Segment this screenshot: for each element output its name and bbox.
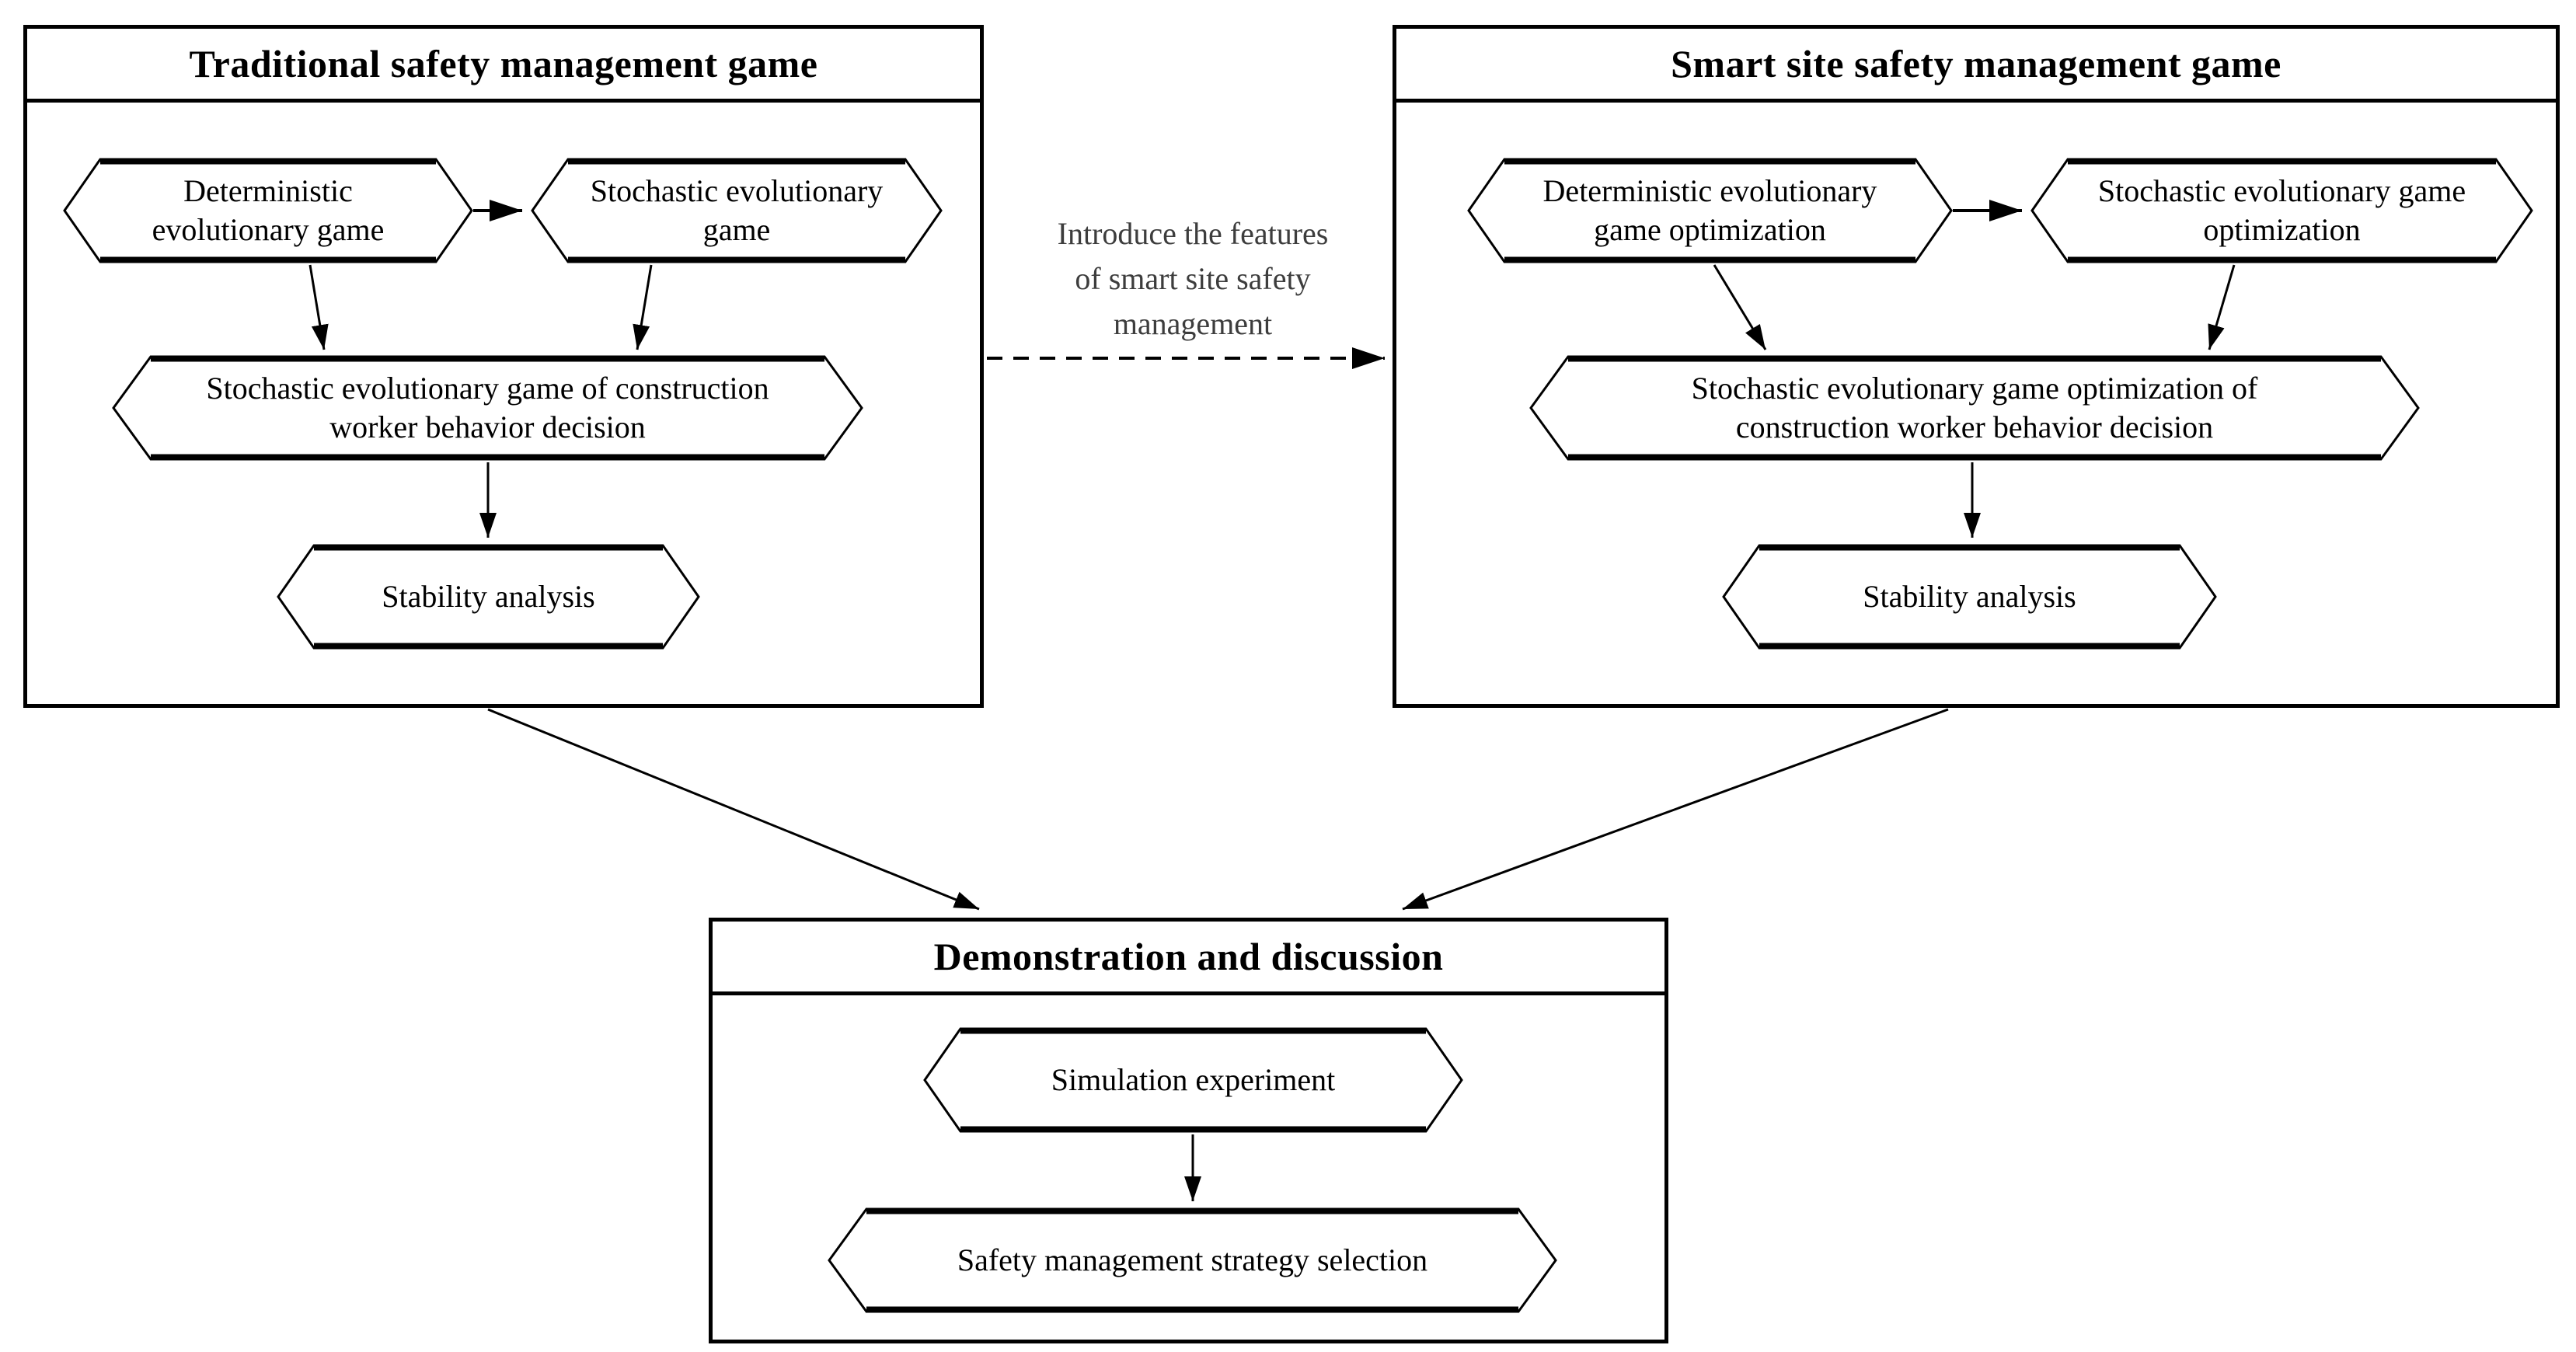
node-stochastic-optimization-of-construction-worker-behavior: Stochastic evolutionary game optimizatio… bbox=[1529, 355, 2420, 461]
hexagon-shape bbox=[63, 158, 473, 263]
node-label: Stochastic evolutionary game of construc… bbox=[206, 371, 769, 444]
hexagon-shape bbox=[277, 544, 700, 650]
hexagon-shape bbox=[112, 355, 863, 461]
panel-title-traditional: Traditional safety management game bbox=[27, 29, 980, 103]
node-label: Stochastic evolutionary game optimizatio… bbox=[1691, 371, 2258, 444]
node-stochastic-evolutionary-game-optimization: Stochastic evolutionary game optimizatio… bbox=[2030, 158, 2533, 263]
panel-smart-site-safety-management-game: Smart site safety management game Determ… bbox=[1393, 25, 2560, 708]
panel-title-smart-site: Smart site safety management game bbox=[1396, 29, 2556, 103]
connector-label: Introduce the features of smart site saf… bbox=[1057, 216, 1329, 341]
node-deterministic-evolutionary-game-optimization: Deterministic evolutionary game optimiza… bbox=[1467, 158, 1953, 263]
panel-traditional-safety-management-game: Traditional safety management game Deter… bbox=[23, 25, 984, 708]
arrow-smart-to-demonstration bbox=[1402, 708, 1949, 911]
node-safety-management-strategy-selection: Safety management strategy selection bbox=[828, 1207, 1557, 1313]
node-label: Stability analysis bbox=[1863, 579, 2076, 614]
hexagon-shape bbox=[531, 158, 943, 263]
node-label: Deterministic evolutionary game bbox=[152, 173, 385, 247]
hexagon-shape bbox=[1467, 158, 1953, 263]
panel-demonstration-and-discussion: Demonstration and discussion Simulation … bbox=[709, 918, 1668, 1343]
node-stability-analysis-left: Stability analysis bbox=[277, 544, 700, 650]
hexagon-shape bbox=[1722, 544, 2217, 650]
node-label: Deterministic evolutionary game optimiza… bbox=[1542, 173, 1877, 247]
hexagon-shape bbox=[923, 1027, 1463, 1133]
hexagon-shape bbox=[828, 1207, 1557, 1313]
arrow-traditional-to-demonstration bbox=[487, 708, 980, 911]
panel-title-demonstration: Demonstration and discussion bbox=[713, 922, 1664, 995]
node-stochastic-game-of-construction-worker-behavior: Stochastic evolutionary game of construc… bbox=[112, 355, 863, 461]
node-stochastic-evolutionary-game: Stochastic evolutionary game bbox=[531, 158, 943, 263]
node-label: Simulation experiment bbox=[1051, 1062, 1336, 1097]
node-label: Stability analysis bbox=[382, 579, 595, 614]
node-label: Stochastic evolutionary game bbox=[590, 173, 884, 247]
node-simulation-experiment: Simulation experiment bbox=[923, 1027, 1463, 1133]
hexagon-shape bbox=[1529, 355, 2420, 461]
node-deterministic-evolutionary-game: Deterministic evolutionary game bbox=[63, 158, 473, 263]
node-label: Stochastic evolutionary game optimizatio… bbox=[2097, 173, 2466, 247]
hexagon-shape bbox=[2030, 158, 2533, 263]
node-stability-analysis-right: Stability analysis bbox=[1722, 544, 2217, 650]
node-label: Safety management strategy selection bbox=[957, 1242, 1428, 1277]
